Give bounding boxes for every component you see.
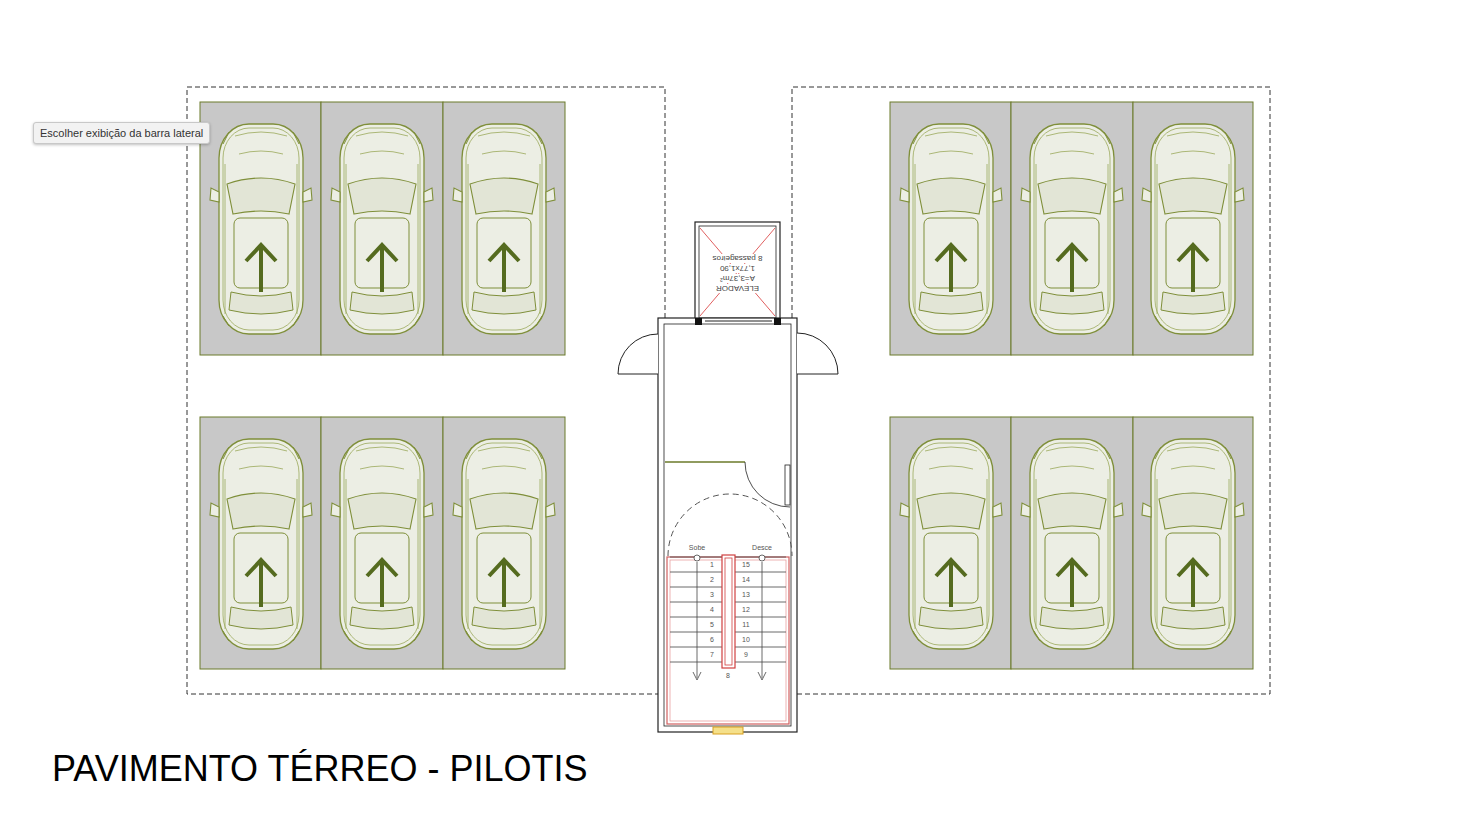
step-number: 13 (741, 591, 751, 599)
plan-title: PAVIMENTO TÉRREO - PILOTIS (52, 748, 587, 790)
step-number: 1 (709, 561, 715, 569)
step-number: 11 (741, 621, 750, 629)
step-number: 2 (709, 576, 715, 584)
step-number: 4 (709, 606, 715, 614)
elevator-text: 1,77x1,90 (719, 264, 756, 273)
step-number: 8 (725, 672, 731, 680)
step-number: 3 (709, 591, 715, 599)
step-number: 6 (709, 636, 715, 644)
stair-note: Desce (751, 544, 773, 552)
step-number: 12 (741, 606, 751, 614)
step-number: 10 (741, 636, 751, 644)
sidebar-tooltip: Escolher exibição da barra lateral (33, 122, 210, 144)
step-number: 7 (709, 651, 715, 659)
stair-note: Sobe (688, 544, 706, 552)
step-number: 9 (743, 651, 749, 659)
step-number: 5 (709, 621, 715, 629)
elevator-text: A=3,37m² (719, 274, 756, 283)
elevator-text: 8 passageiros (712, 254, 764, 263)
elevator-text: ELEVADOR (715, 284, 760, 293)
elevator-box: ELEVADORA=3,37m²1,77x1,908 passageiros (699, 228, 776, 318)
step-number: 14 (741, 576, 751, 584)
step-number: 15 (741, 561, 751, 569)
